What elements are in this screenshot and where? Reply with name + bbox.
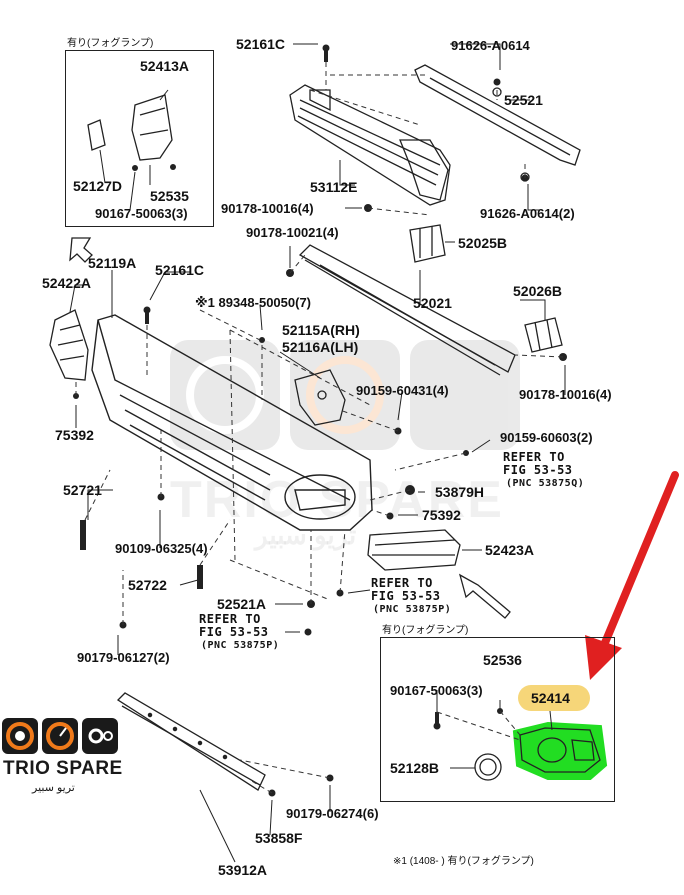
label-53858f: 53858F	[255, 830, 303, 846]
label-52115a: 52115A(RH)	[282, 322, 360, 338]
label-52521a: 52521A	[217, 596, 267, 612]
label-90178-10021: 90178-10021(4)	[246, 225, 339, 240]
label-53112e: 53112E	[310, 179, 358, 195]
watermark-text: TRIO SPARE	[170, 471, 504, 529]
brand-name-ar: تريو سبير	[32, 782, 75, 794]
label-75392-left: 75392	[55, 427, 94, 443]
label-90167-bottom: 90167-50063(3)	[390, 683, 483, 698]
label-90179-06127: 90179-06127(2)	[77, 650, 170, 665]
highlight-arrow	[585, 471, 679, 680]
bracket-52115a	[294, 369, 346, 426]
fog-lamp-52414	[474, 727, 601, 781]
brand-name: TRIO SPARE	[3, 758, 123, 779]
ref3-line1: REFER TO	[199, 612, 261, 626]
ref1-line2: FIG 53-53	[503, 463, 573, 477]
ref3-line2: FIG 53-53	[199, 625, 269, 639]
label-90167-box: 90167-50063(3)	[95, 206, 188, 221]
label-52116a: 52116A(LH)	[282, 339, 359, 355]
label-90179-06274: 90179-06274(6)	[286, 806, 379, 821]
watermark-text-ar: تريو سبير	[255, 520, 357, 550]
fog-lamp-box-top	[65, 50, 214, 227]
label-52161c-top: 52161C	[236, 36, 286, 52]
label-52026b: 52026B	[513, 283, 563, 299]
highlight-pill	[518, 685, 590, 711]
label-52413a: 52413A	[140, 58, 190, 74]
label-52536: 52536	[483, 652, 522, 668]
label-52722: 52722	[128, 577, 167, 593]
bracket-52026b	[524, 317, 563, 353]
fog-lamp-box-bottom	[380, 637, 615, 802]
top-box-title: 有り(フォグランプ)	[67, 38, 154, 49]
label-90159-60431: 90159-60431(4)	[356, 383, 449, 398]
label-52535: 52535	[150, 188, 189, 204]
bottom-box-title: 有り(フォグランプ)	[382, 625, 469, 636]
direction-arrows	[69, 237, 511, 619]
fog-lamp-52413a	[87, 94, 173, 161]
label-52025b: 52025B	[458, 235, 508, 251]
label-53912a: 53912A	[218, 862, 268, 878]
label-52422a: 52422A	[42, 275, 92, 291]
ref3-line3: (PNC 53875P)	[201, 640, 280, 651]
cover-52422a	[49, 309, 89, 381]
label-91626-a0614: 91626-A0614	[451, 38, 530, 53]
lip-53912a	[116, 692, 266, 791]
label-90178-10016-top: 90178-10016(4)	[221, 201, 314, 216]
ref1-line1: REFER TO	[503, 450, 565, 464]
label-91626-a0614-2: 91626-A0614(2)	[480, 206, 575, 221]
ref1-line3: (PNC 53875Q)	[506, 478, 585, 489]
label-75392-mid: 75392	[422, 507, 461, 523]
label-90109: 90109-06325(4)	[115, 541, 208, 556]
label-52021: 52021	[413, 295, 452, 311]
label-52423a: 52423A	[485, 542, 535, 558]
label-52128b: 52128B	[390, 760, 440, 776]
watermark-logo	[170, 340, 520, 450]
label-52119a: 52119A	[88, 255, 137, 271]
ref2-line2: FIG 53-53	[371, 589, 441, 603]
leader-lines	[69, 43, 566, 863]
label-90178-10016-right: 90178-10016(4)	[519, 387, 612, 402]
ref2-line1: REFER TO	[371, 576, 433, 590]
label-52521: 52521	[504, 92, 543, 108]
label-90159-60603: 90159-60603(2)	[500, 430, 593, 445]
fog-lamp-52414-highlight	[512, 721, 608, 780]
bracket-52025b	[409, 224, 446, 263]
assembly-lines	[75, 62, 564, 794]
label-52721: 52721	[63, 482, 102, 498]
footnote: ※1 (1408- ) 有り(フォグランプ)	[393, 856, 534, 867]
reinforcement-52521	[414, 64, 581, 182]
label-52414: 52414	[531, 690, 570, 706]
label-89348: ※1 89348-50050(7)	[195, 295, 311, 310]
ref2-line3: (PNC 53875P)	[373, 604, 452, 615]
label-52161c-mid: 52161C	[155, 262, 205, 278]
label-53879h: 53879H	[435, 484, 485, 500]
fasteners	[73, 44, 567, 797]
cover-52423a	[367, 529, 461, 571]
brand-logo-icons	[2, 718, 118, 754]
label-52127d: 52127D	[73, 178, 123, 194]
